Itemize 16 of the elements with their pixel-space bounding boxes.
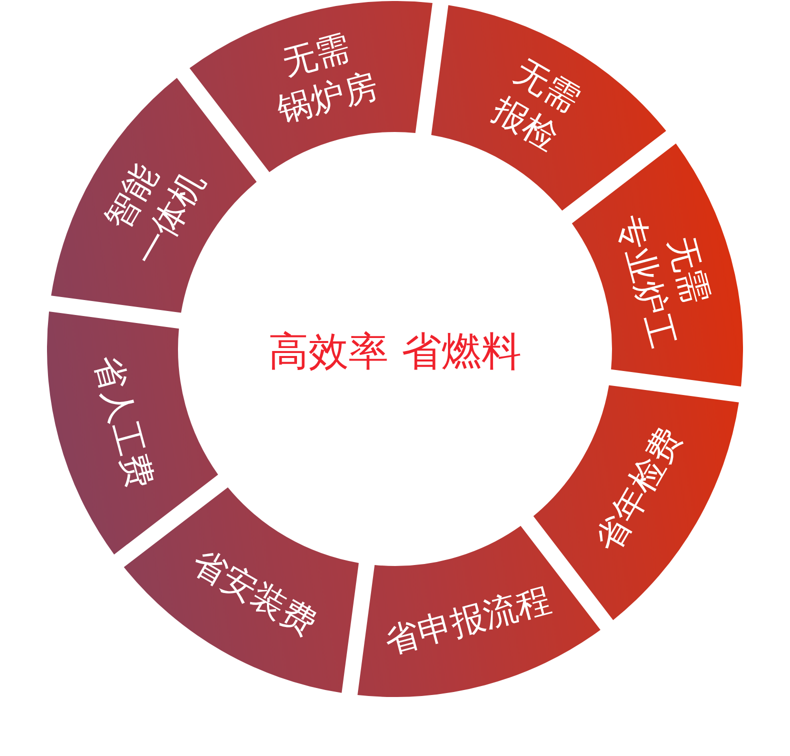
- center-title: 高效率 省燃料: [268, 328, 522, 376]
- ring-segment: [47, 311, 219, 555]
- ring-segment: [357, 525, 601, 697]
- ring-segment: [571, 143, 743, 387]
- ring-segment: [123, 487, 359, 693]
- segment-label: 省安装费: [184, 540, 324, 646]
- segment-label: 智能一体机: [96, 156, 214, 274]
- segment-label: 省申报流程: [380, 578, 556, 665]
- ring-segment: [51, 77, 257, 313]
- segment-label: 无需锅炉房: [272, 26, 383, 132]
- segment-label: 省人工费: [84, 350, 161, 494]
- ring-segment: [431, 5, 667, 211]
- segment-label: 无需专业炉工: [608, 210, 718, 354]
- segment-label: 无需报检: [484, 50, 588, 160]
- segment-label: 省年检费: [586, 420, 692, 560]
- ring-segment: [189, 1, 433, 173]
